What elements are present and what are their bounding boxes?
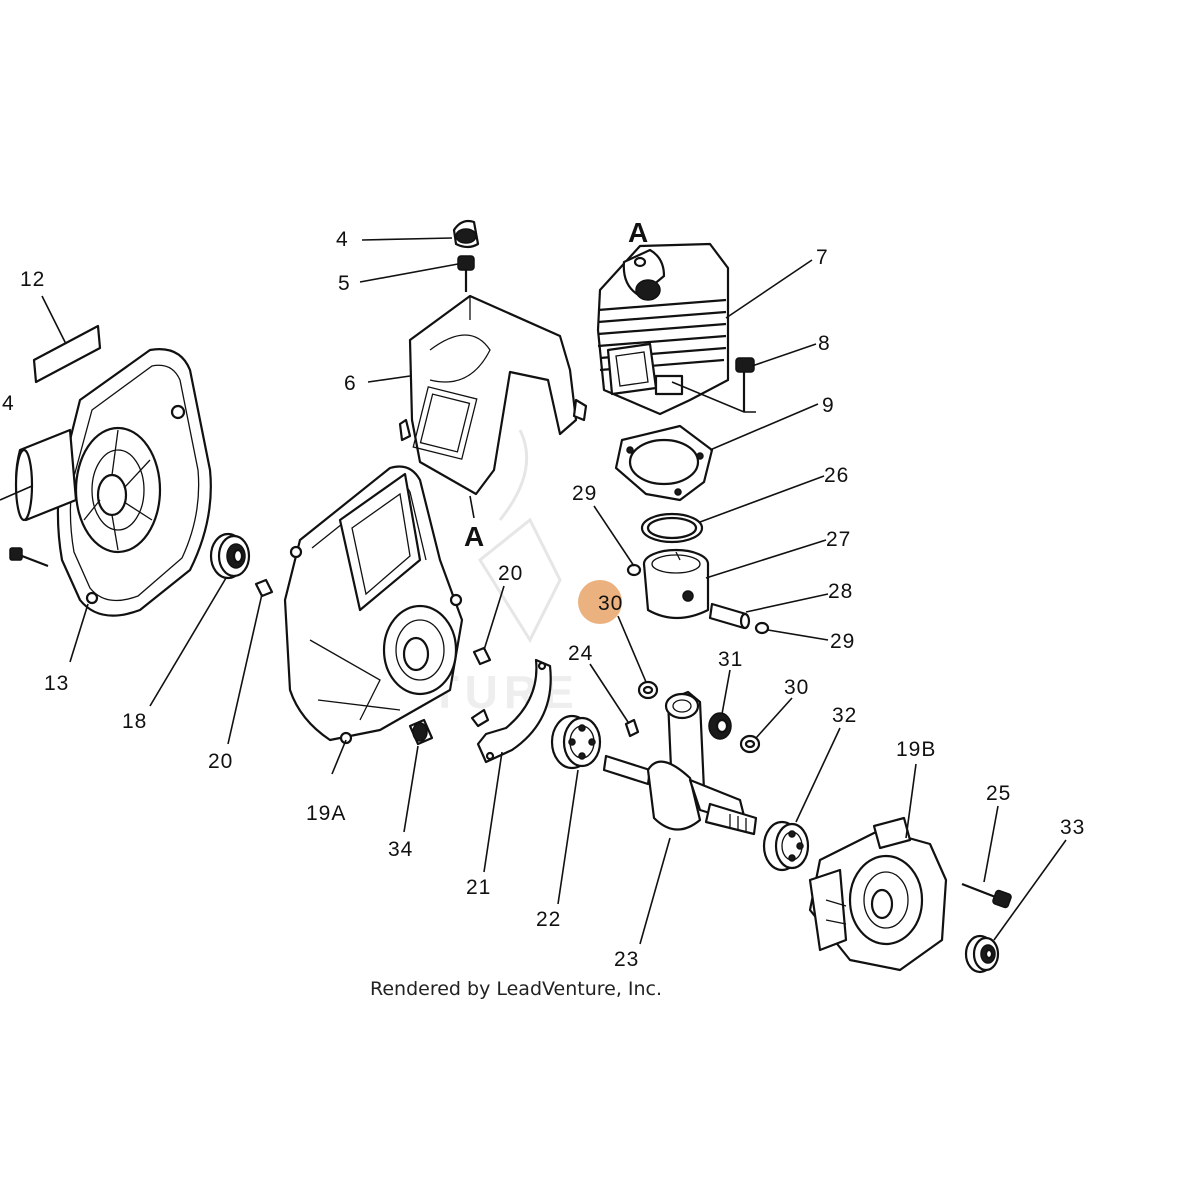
callout-29-upper[interactable]: 29 bbox=[572, 482, 597, 505]
callout-8[interactable]: 8 bbox=[818, 332, 831, 355]
part-18-oil-seal[interactable] bbox=[209, 532, 251, 580]
part-32-ball-bearing[interactable] bbox=[762, 820, 810, 872]
part-29-circlip-left[interactable] bbox=[626, 563, 642, 577]
part-25-case-bolt[interactable] bbox=[961, 882, 1012, 909]
part-6-cylinder-shroud[interactable] bbox=[398, 294, 588, 496]
section-marker-top: A bbox=[628, 217, 648, 248]
callout-9[interactable]: 9 bbox=[822, 394, 835, 417]
callout-30[interactable]: 30 bbox=[784, 676, 809, 699]
part-20-dowel-pin-left[interactable] bbox=[254, 578, 274, 598]
callout-19b[interactable]: 19B bbox=[896, 738, 936, 761]
part-26-piston-ring[interactable] bbox=[640, 512, 704, 544]
part-22-ball-bearing[interactable] bbox=[550, 714, 602, 770]
callout-22[interactable]: 22 bbox=[536, 908, 561, 931]
part-28-piston-pin[interactable] bbox=[708, 602, 751, 630]
part-19a-crankcase[interactable] bbox=[283, 465, 464, 745]
part-24-woodruff-key[interactable] bbox=[624, 718, 640, 738]
part-30-washer-right[interactable] bbox=[739, 734, 761, 754]
part-5-bolt[interactable] bbox=[457, 255, 475, 292]
part-9-cylinder-gasket[interactable] bbox=[614, 424, 714, 502]
callout-18[interactable]: 18 bbox=[122, 710, 147, 733]
callout-26[interactable]: 26 bbox=[824, 464, 849, 487]
callout-20-lower[interactable]: 20 bbox=[208, 750, 233, 773]
part-30-washer-left[interactable] bbox=[637, 680, 659, 700]
part-21-retainer-plate[interactable] bbox=[470, 658, 552, 764]
part-20-dowel-pin-right[interactable] bbox=[472, 646, 492, 666]
callout-30-highlighted[interactable]: 30 bbox=[598, 592, 623, 615]
callout-19a[interactable]: 19A bbox=[306, 802, 346, 825]
callout-23[interactable]: 23 bbox=[614, 948, 639, 971]
callout-34[interactable]: 34 bbox=[388, 838, 413, 861]
callout-24[interactable]: 24 bbox=[568, 642, 593, 665]
part-12-label-plate[interactable] bbox=[32, 324, 102, 384]
part-27-piston[interactable] bbox=[642, 548, 710, 620]
part-13-fan-housing[interactable] bbox=[14, 348, 212, 617]
callout-32[interactable]: 32 bbox=[832, 704, 857, 727]
part-19b-crankcase[interactable] bbox=[808, 816, 948, 972]
callout-4[interactable]: 4 bbox=[336, 228, 349, 251]
callout-25[interactable]: 25 bbox=[986, 782, 1011, 805]
highlight-marker bbox=[578, 580, 622, 624]
leader-lines bbox=[41, 237, 1067, 945]
callout-20-upper[interactable]: 20 bbox=[498, 562, 523, 585]
callout-31[interactable]: 31 bbox=[718, 648, 743, 671]
part-23-crankshaft[interactable] bbox=[602, 690, 758, 836]
part-31-needle-bearing[interactable] bbox=[708, 712, 732, 740]
part-34-plug[interactable] bbox=[408, 718, 434, 746]
part-33-oil-seal[interactable] bbox=[964, 934, 1000, 974]
callout-13[interactable]: 13 bbox=[44, 672, 69, 695]
housing-screw[interactable] bbox=[9, 547, 49, 568]
part-4-cap-nut[interactable] bbox=[452, 219, 480, 249]
callout-5[interactable]: 5 bbox=[338, 272, 351, 295]
part-7-cylinder[interactable] bbox=[596, 242, 730, 416]
render-credit: Rendered by LeadVenture, Inc. bbox=[370, 978, 663, 1000]
callout-27[interactable]: 27 bbox=[826, 528, 851, 551]
callout-7[interactable]: 7 bbox=[816, 246, 829, 269]
callout-6[interactable]: 6 bbox=[344, 372, 357, 395]
part-8-cylinder-bolt[interactable] bbox=[735, 357, 755, 412]
part-29-circlip-right[interactable] bbox=[754, 621, 770, 635]
section-marker-bottom: A bbox=[464, 521, 484, 552]
callout-12[interactable]: 12 bbox=[20, 268, 45, 291]
callout-29-lower[interactable]: 29 bbox=[830, 630, 855, 653]
callout-14[interactable]: 4 bbox=[2, 392, 15, 415]
callout-21[interactable]: 21 bbox=[466, 876, 491, 899]
callout-28[interactable]: 28 bbox=[828, 580, 853, 603]
callout-33[interactable]: 33 bbox=[1060, 816, 1085, 839]
